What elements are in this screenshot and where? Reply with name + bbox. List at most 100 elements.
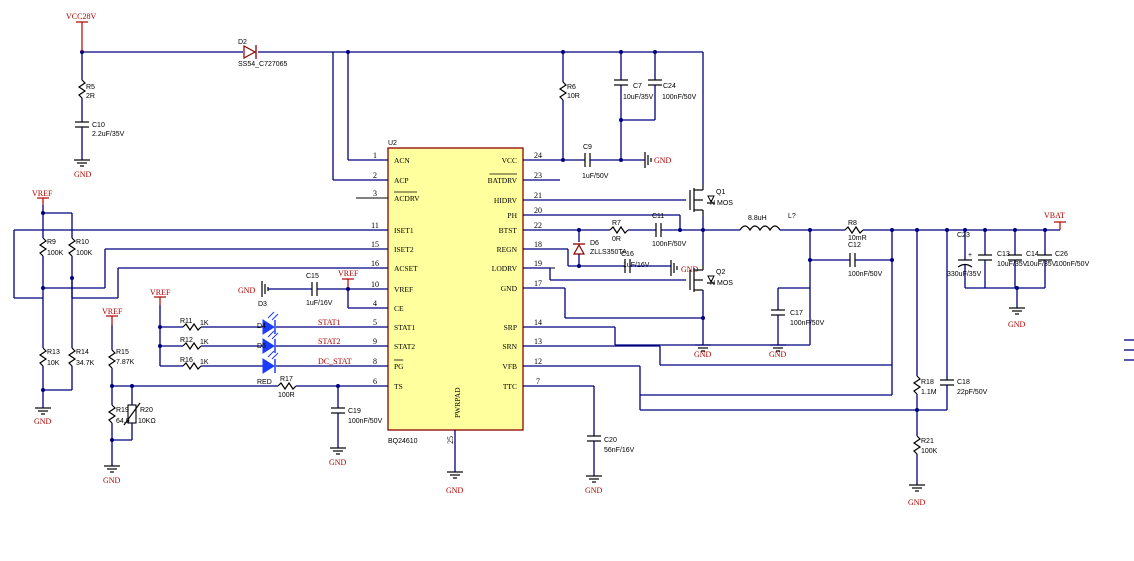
gnd-label: GND (329, 458, 347, 467)
ic-pin-name: ACDRV (394, 194, 420, 203)
c11-ref: C11 (652, 213, 664, 220)
ic-pin-name: STAT1 (394, 323, 415, 332)
gnd-label: GND (74, 170, 92, 179)
ic-pin-name: HIDRV (494, 196, 518, 205)
gnd-label: GND (654, 156, 672, 165)
r20-value: 10KΩ (138, 418, 156, 425)
ic-pin-num: 8 (373, 357, 377, 366)
d6-ref: D6 (590, 240, 599, 247)
r21-ref: R21 (921, 438, 934, 445)
gnd-label: GND (1008, 320, 1026, 329)
r18-value: 1.1M (921, 389, 937, 396)
r13-ref: R13 (47, 349, 60, 356)
ic-pin-name: STAT2 (394, 342, 415, 351)
r9-value: 100K (47, 250, 64, 257)
d5-ref: D5 (257, 343, 266, 350)
ic-pin-name: PH (507, 211, 517, 220)
ic-pin-num: 2 (373, 171, 377, 180)
led-d3 (262, 311, 279, 335)
net-stat1: STAT1 (318, 318, 340, 327)
gnd-symbol (644, 152, 652, 168)
ic-pin-name: ISET1 (394, 226, 414, 235)
ic-pin-name: GND (501, 284, 518, 293)
ic-pin-num: 12 (534, 357, 542, 366)
c13-value: 10uF/35V (997, 261, 1028, 268)
gnd-symbol (909, 484, 925, 492)
c12-ref: C12 (848, 242, 861, 249)
ic-pin-name: BATDRV (488, 176, 518, 185)
d2-value: SS54_C727065 (238, 61, 288, 68)
r15-ref: R15 (116, 349, 129, 356)
gnd-label: GND (908, 498, 926, 507)
r6-ref: R6 (567, 84, 576, 91)
q2-ref: Q2 (716, 269, 725, 276)
r11-value: 1K (200, 320, 209, 327)
ic-pin-name: CE (394, 304, 404, 313)
c23-value: 330uF/35V (947, 271, 982, 278)
gnd-symbol (670, 260, 678, 276)
r17-ref: R17 (280, 376, 293, 383)
q1-ref: Q1 (716, 189, 725, 196)
c19-ref: C19 (348, 408, 361, 415)
c26-ref: C26 (1055, 251, 1068, 258)
r14-value: 34.7K (76, 360, 95, 367)
ic-pin-name: ACP (394, 176, 409, 185)
c24-value: 100nF/50V (662, 94, 697, 101)
r19-value: 64.9 (116, 418, 130, 425)
r5-value: 2R (86, 93, 95, 100)
c15-value: 1uF/16V (306, 300, 333, 307)
ic-pin-name: BTST (499, 226, 518, 235)
ic-pin-num: 24 (534, 151, 542, 160)
ic-pin-num: 5 (373, 318, 377, 327)
l-ref: L? (788, 213, 796, 220)
gnd-label: GND (103, 476, 121, 485)
ic-ref: U2 (388, 140, 397, 147)
ic-part: BQ24610 (388, 438, 418, 445)
c26-value: 100nF/50V (1055, 261, 1090, 268)
r16-ref: R16 (180, 357, 193, 364)
r8-ref: R8 (848, 220, 857, 227)
c20-value: 56nF/16V (604, 447, 635, 454)
vref-label-2: VREF (338, 269, 359, 278)
ic-pin-num: 15 (371, 240, 379, 249)
gnd-label: GND (694, 350, 712, 359)
net-dc-stat: DC_STAT (318, 357, 352, 366)
ic-pin-name: REGN (497, 245, 518, 254)
r19-ref: R19 (116, 407, 129, 414)
r9-ref: R9 (47, 239, 56, 246)
q1-value: N MOS (710, 200, 733, 207)
r21-value: 100K (921, 448, 938, 455)
gnd-symbol (586, 475, 602, 483)
c20-ref: C20 (604, 437, 617, 444)
c9-ref: C9 (583, 144, 592, 151)
net-stat2: STAT2 (318, 337, 340, 346)
r11-ref: R11 (180, 318, 192, 325)
gnd-symbol (35, 407, 51, 415)
ic-pin-num: 10 (371, 280, 379, 289)
gnd-symbol (447, 471, 463, 479)
ic-pin-name: SRN (502, 342, 517, 351)
gnd-symbol (1009, 307, 1025, 315)
c14-value: 10uF/35V (1026, 261, 1057, 268)
gnd-label: GND (681, 265, 699, 274)
r16-value: 1K (200, 359, 209, 366)
ic-pin-name: TTC (503, 382, 517, 391)
ic-pin-name: SRP (504, 323, 517, 332)
ic-pin-name: VCC (502, 156, 517, 165)
ic-pin-name: ISET2 (394, 245, 414, 254)
ic-pin-num: 16 (371, 259, 379, 268)
gnd-label: GND (446, 486, 464, 495)
r7-value: 0R (612, 236, 621, 243)
vref-label-3: VREF (150, 288, 171, 297)
inductor (739, 225, 781, 232)
l-value: 8.8uH (748, 215, 767, 222)
gnd-symbol (104, 465, 120, 473)
gnd-symbol (74, 159, 90, 167)
c17-value: 100nF/50V (790, 320, 825, 327)
c13-ref: C13 (997, 251, 1010, 258)
gnd-symbol (330, 447, 346, 455)
c18-value: 22pF/50V (957, 389, 988, 396)
d2-ref: D2 (238, 39, 247, 46)
r12-value: 1K (200, 339, 209, 346)
ic-pin-name: ACN (394, 156, 410, 165)
